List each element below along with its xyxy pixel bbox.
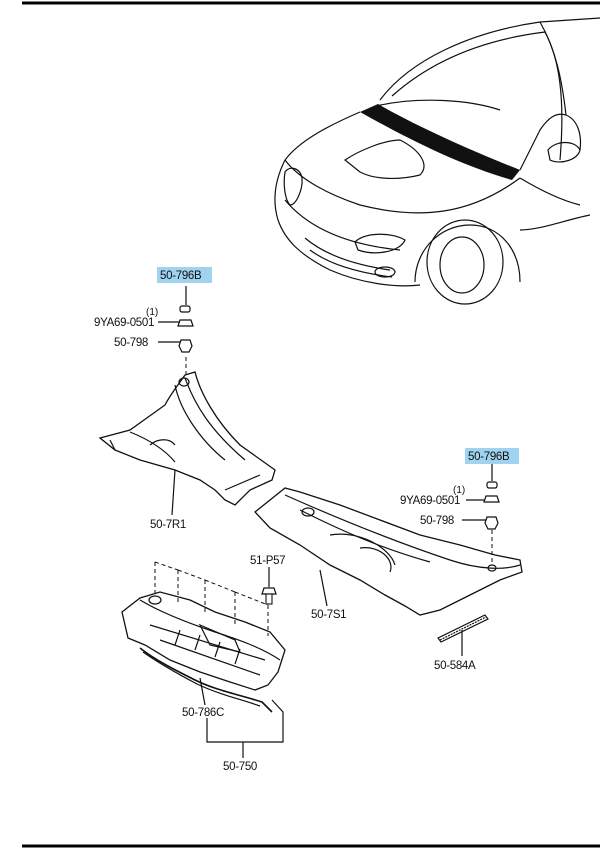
label-seal: 50-584A: [434, 660, 476, 672]
right-cowl-panel: [254, 487, 523, 616]
weatherstrip: [139, 647, 273, 713]
callout-clip-right: 50-796B: [465, 448, 519, 464]
label-weatherstrip: 50-786C: [182, 707, 224, 719]
label-clip2-right: 50-798: [420, 515, 454, 527]
screw-fastener: [261, 587, 277, 605]
air-duct-assembly: [121, 591, 286, 691]
guide-lines: [154, 357, 493, 636]
label-bolt-right: 9YA69-0501: [400, 495, 460, 507]
callout-clip-upper-left: 50-796B: [157, 267, 212, 283]
label-clip2-upper-left: 50-798: [114, 337, 148, 349]
label-cowl-left: 50-7R1: [150, 519, 186, 531]
car-illustration: [274, 17, 601, 305]
label-cowl-right: 50-7S1: [311, 609, 346, 621]
label-screw: 51-P57: [250, 555, 285, 567]
label-clip-right: 50-796B: [468, 451, 510, 463]
left-cowl-panel: [98, 371, 276, 506]
label-assembly: 50-750: [223, 761, 257, 773]
right-fasteners: [483, 481, 500, 530]
label-bolt-upper-left: 9YA69-0501: [94, 317, 154, 329]
upper-left-fasteners: [177, 305, 194, 353]
seal-strip: [437, 614, 489, 643]
label-clip-upper-left: 50-796B: [160, 270, 202, 282]
label-qty-upper-left: (1): [146, 307, 158, 318]
label-qty-right: (1): [453, 485, 465, 496]
cowl-highlight-band: [360, 104, 520, 180]
leader-lines: [158, 286, 493, 758]
